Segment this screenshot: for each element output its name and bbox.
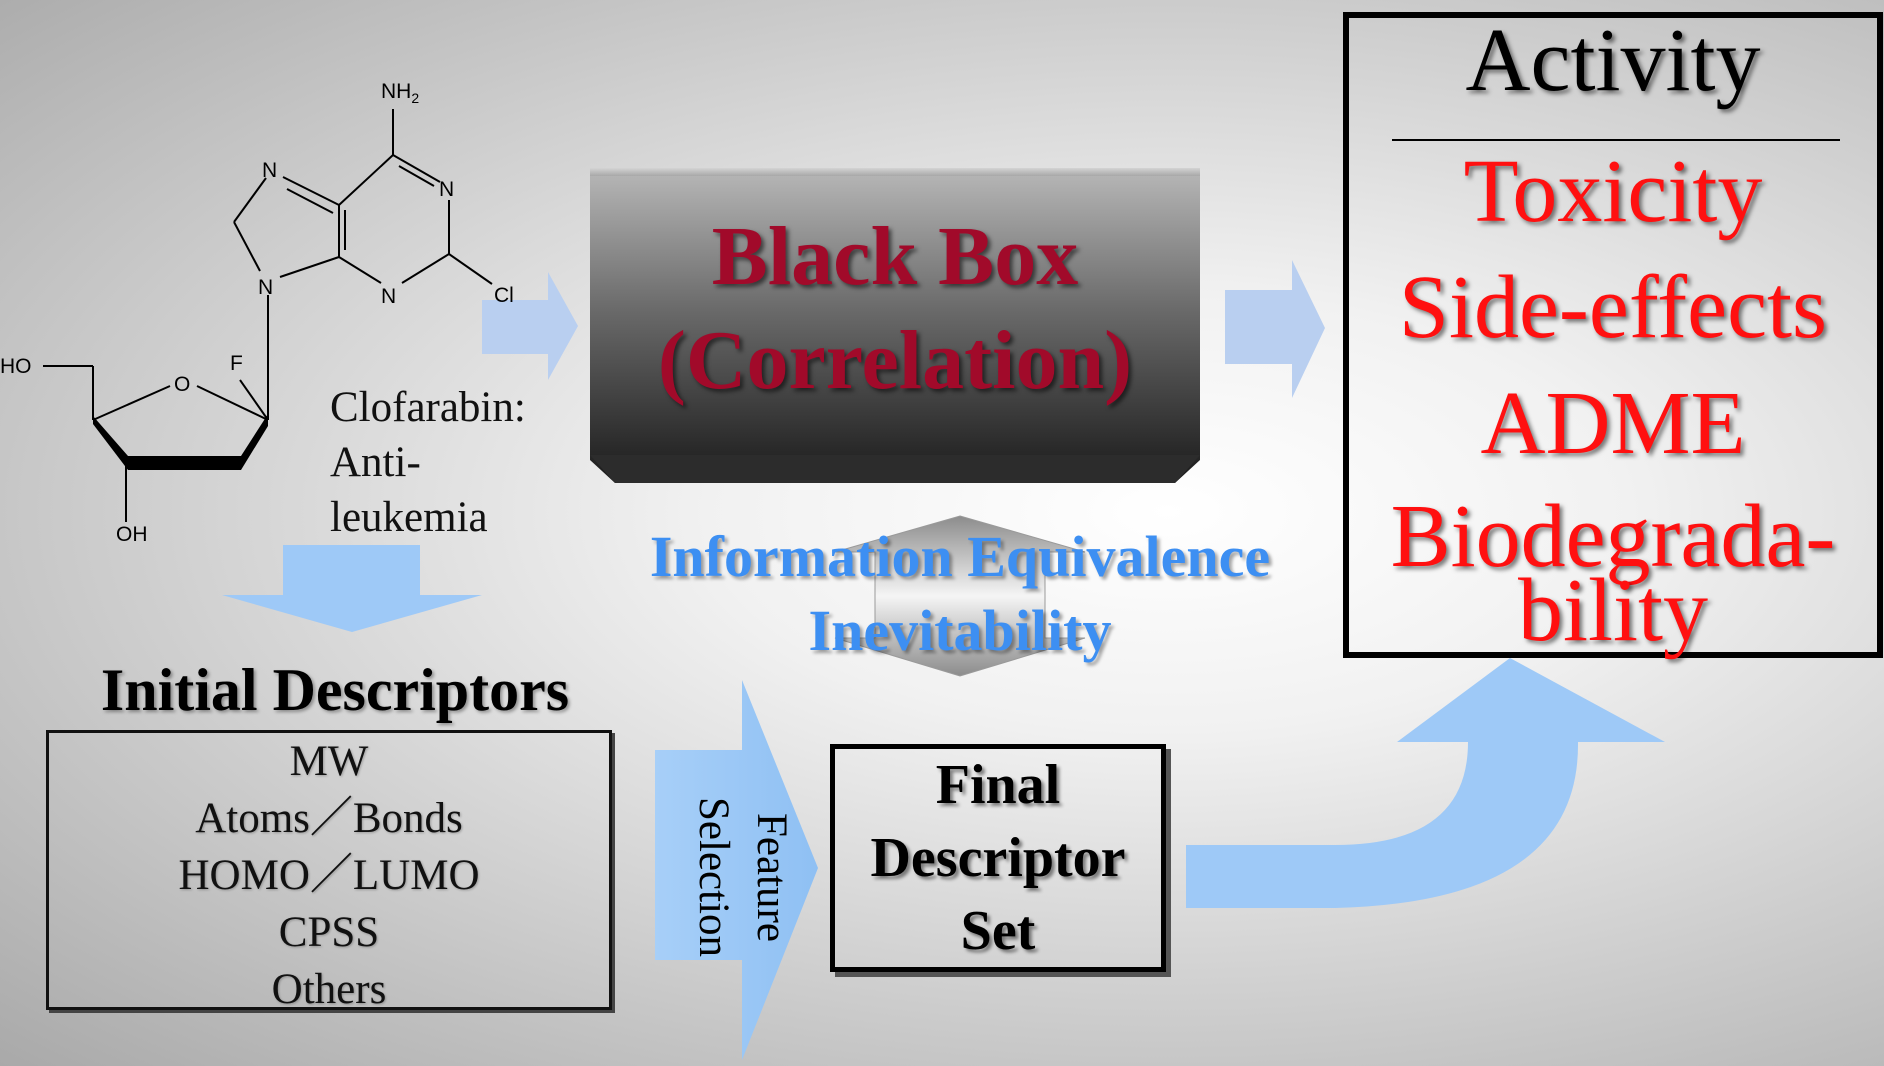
atom-n7: N (262, 159, 278, 182)
final-set-line1: Final (935, 754, 1061, 816)
sugar-wedge-bonds (93, 414, 268, 470)
activity-divider (1392, 139, 1840, 141)
activity-title: Activity (1465, 11, 1761, 110)
clofarabin-activity-line1: Anti- (330, 439, 421, 486)
atom-oh: OH (116, 523, 148, 546)
final-set-line3: Set (960, 900, 1036, 962)
black-box-shape (590, 168, 1200, 483)
descriptor-item: CPSS (278, 909, 380, 956)
initial-descriptors-title: Initial Descriptors (100, 657, 570, 723)
activity-item-adme: ADME (1480, 374, 1746, 473)
final-set-line2: Descriptor (870, 827, 1126, 889)
activity-item-biodegradability-part1: Biodegrada- (1390, 487, 1836, 586)
atom-n1: N (439, 178, 455, 201)
black-box-title: Black Box (711, 210, 1079, 303)
descriptor-item: Others (271, 966, 387, 1013)
atom-o: O (174, 373, 191, 396)
atom-nh2: NH2 (381, 80, 419, 106)
feature-selection-line2: Selection (690, 796, 737, 957)
clofarabin-caption: Clofarabin: Anti- leukemia (330, 380, 590, 545)
final-descriptor-set-box: Final Descriptor Set (830, 744, 1166, 972)
activity-item-biodegradability-part2: bility (1517, 561, 1709, 660)
atom-n3: N (381, 285, 397, 308)
arrow-to-activity (1225, 260, 1325, 398)
feature-selection-arrow (655, 680, 818, 1060)
activity-list: Toxicity Side-effects ADME Biodegrada- b… (1343, 134, 1883, 660)
initial-descriptors-list: MW Atoms／Bonds HOMO／LUMO CPSS Others (49, 733, 609, 1018)
descriptor-item: MW (289, 738, 369, 785)
information-equivalence-label: Information Equivalence Inevitability (560, 520, 1360, 668)
information-equivalence-line2: Inevitability (808, 598, 1112, 663)
activity-item-side-effects: Side-effects (1398, 258, 1828, 357)
information-equivalence-line1: Information Equivalence (649, 524, 1271, 589)
atom-f: F (230, 352, 243, 375)
activity-box (1343, 12, 1883, 658)
black-box-subtitle: (Correlation) (657, 314, 1133, 407)
atom-ho: HO (0, 355, 32, 378)
atom-cl: Cl (494, 284, 514, 307)
feature-selection-line1: Feature (748, 812, 795, 942)
black-box-label: Black Box (Correlation) (590, 205, 1200, 413)
activity-item-toxicity: Toxicity (1463, 142, 1763, 241)
arrow-to-black-box (482, 272, 578, 380)
atom-nh2-sub: 2 (411, 90, 420, 107)
double-arrow-shape (834, 515, 1086, 677)
clofarabine-structure (43, 109, 493, 522)
atom-nh2-text: NH (381, 80, 412, 103)
initial-descriptors-box: MW Atoms／Bonds HOMO／LUMO CPSS Others (46, 730, 612, 1013)
descriptor-item: HOMO／LUMO (178, 852, 480, 899)
clofarabin-activity-line2: leukemia (330, 494, 488, 541)
clofarabin-name: Clofarabin: (330, 384, 526, 431)
descriptor-item: Atoms／Bonds (195, 795, 463, 842)
curved-arrow-to-activity (1186, 658, 1665, 908)
atom-n9: N (258, 276, 274, 299)
arrow-to-initial-descriptors (222, 545, 482, 632)
